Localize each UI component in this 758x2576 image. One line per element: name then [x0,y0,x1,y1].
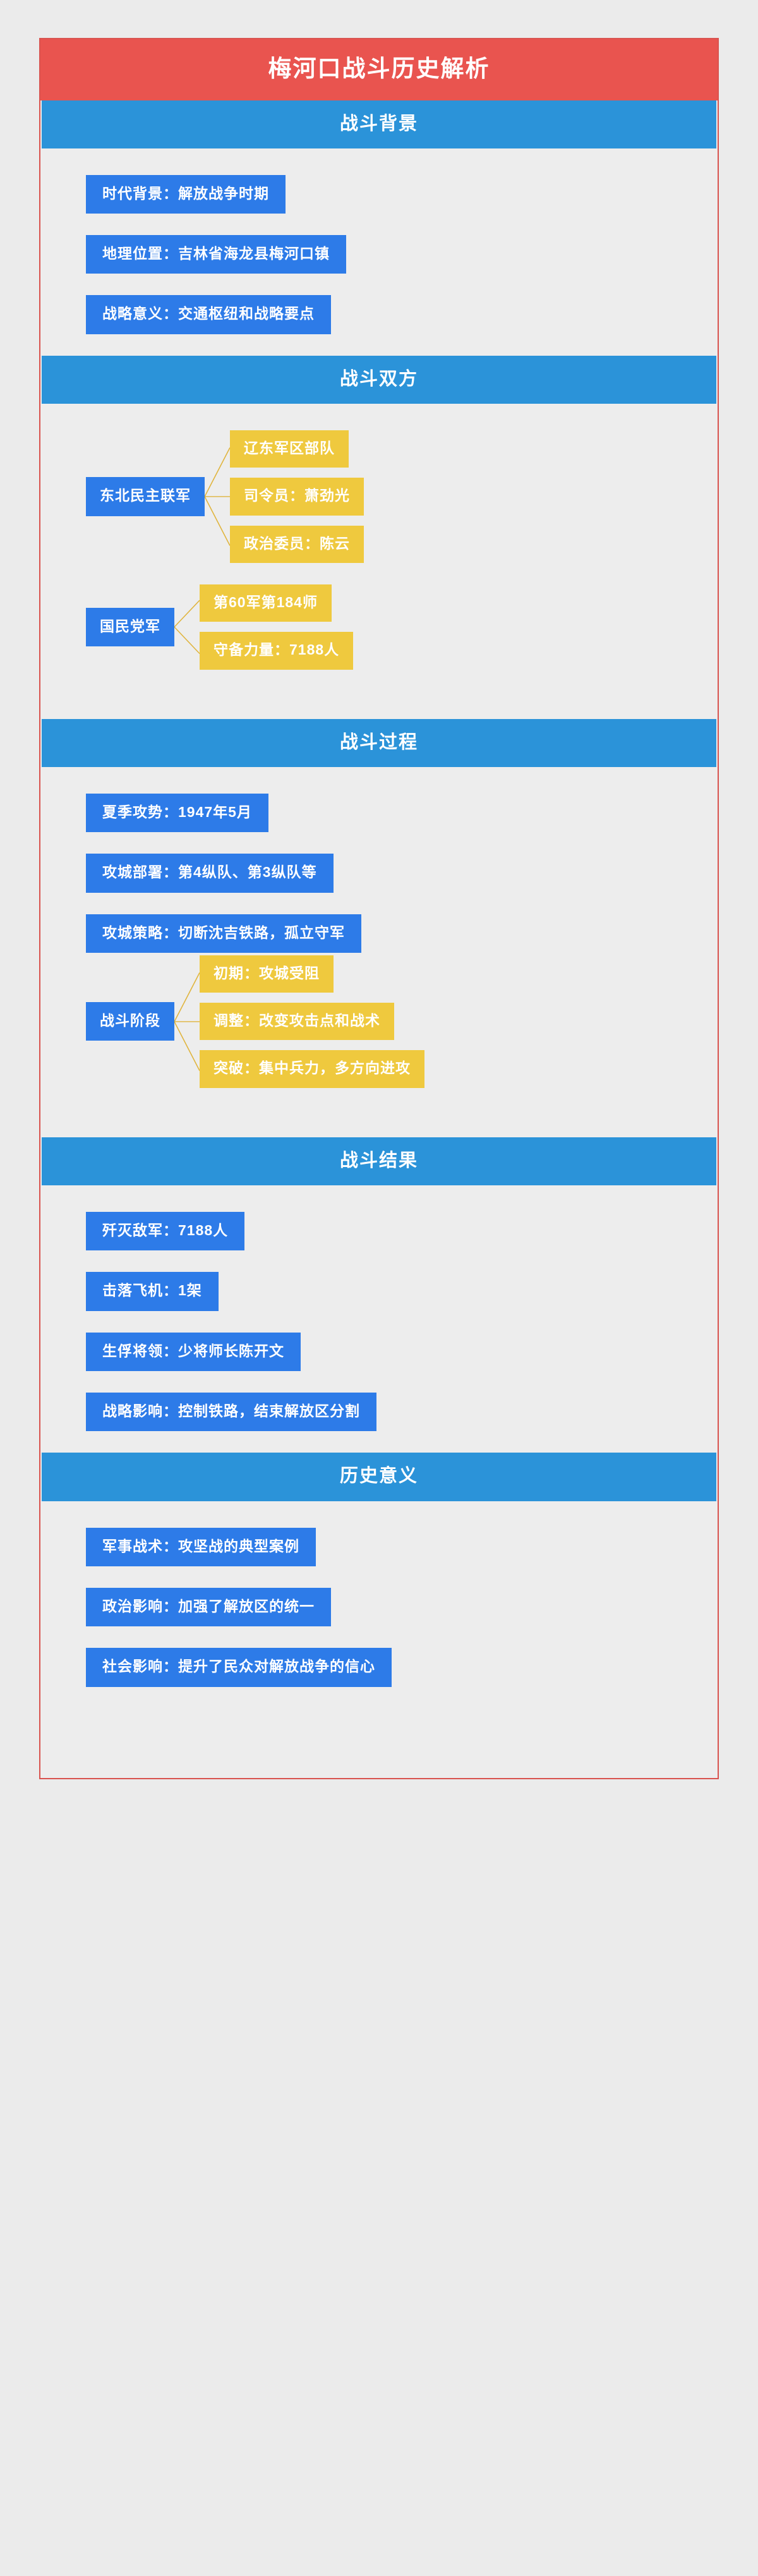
branch-children-kuomintang-army: 第60军第184师 守备力量：7188人 [200,584,354,670]
section-opposing-sides: 战斗双方 东北民主联军 辽东军区部队 [40,355,718,719]
item-aircraft-downed[interactable]: 击落飞机：1架 [86,1272,219,1311]
item-list-battle-result: 歼灭敌军：7188人 击落飞机：1架 生俘将领：少将师长陈开文 战略影响：控制铁… [40,1212,718,1434]
child-political-commissar[interactable]: 政治委员：陈云 [230,525,364,564]
branch-group-battle-phases: 战斗阶段 初期：攻城受阻 调整：改变攻击点和战术 突破：集中兵力，多方向进攻 [40,955,718,1088]
section-header-battle-result: 战斗结果 [42,1137,716,1186]
infographic-card: 梅河口战斗历史解析 战斗背景 时代背景：解放战争时期 地理位置：吉林省海龙县梅河… [39,38,719,1779]
item-list-battle-process: 夏季攻势：1947年5月 攻城部署：第4纵队、第3纵队等 攻城策略：切断沈吉铁路… [40,793,718,955]
item-strategic-significance[interactable]: 战略意义：交通枢纽和战略要点 [86,295,331,334]
list-item: 击落飞机：1架 [86,1272,718,1332]
page-title: 梅河口战斗历史解析 [40,39,718,100]
list-item: 社会影响：提升了民众对解放战争的信心 [86,1648,718,1689]
list-item: 生俘将领：少将师长陈开文 [86,1332,718,1393]
item-siege-strategy[interactable]: 攻城策略：切断沈吉铁路，孤立守军 [86,914,361,953]
section-historical-significance: 历史意义 军事战术：攻坚战的典型案例 政治影响：加强了解放区的统一 社会影响：提… [40,1453,718,1708]
child-breakthrough-phase[interactable]: 突破：集中兵力，多方向进攻 [200,1050,424,1088]
branch-parent-battle-phases[interactable]: 战斗阶段 [86,1002,174,1041]
item-era-background[interactable]: 时代背景：解放战争时期 [86,174,286,214]
section-spacer [40,1110,718,1118]
item-political-impact[interactable]: 政治影响：加强了解放区的统一 [86,1587,331,1627]
branch-parent-kuomintang-army[interactable]: 国民党军 [86,607,174,646]
branch-children-battle-phases: 初期：攻城受阻 调整：改变攻击点和战术 突破：集中兵力，多方向进攻 [200,955,424,1088]
list-item: 攻城策略：切断沈吉铁路，孤立守军 [86,914,718,955]
item-siege-deployment[interactable]: 攻城部署：第4纵队、第3纵队等 [86,854,334,893]
section-header-historical-significance: 历史意义 [42,1453,716,1501]
child-early-phase[interactable]: 初期：攻城受阻 [200,955,334,993]
branch-group-northeast-army: 东北民主联军 辽东军区部队 司令员：萧劲光 政治委员：陈云 [40,430,718,564]
section-body-battle-background: 时代背景：解放战争时期 地理位置：吉林省海龙县梅河口镇 战略意义：交通枢纽和战略… [40,148,718,356]
item-enemy-annihilated[interactable]: 歼灭敌军：7188人 [86,1212,245,1251]
list-item: 战略影响：控制铁路，结束解放区分割 [86,1392,718,1434]
connector-lines-northeast-army [204,430,231,563]
item-social-impact[interactable]: 社会影响：提升了民众对解放战争的信心 [86,1648,392,1687]
section-spacer [40,691,718,700]
item-strategic-impact[interactable]: 战略影响：控制铁路，结束解放区分割 [86,1392,376,1432]
child-60th-army-184th-division[interactable]: 第60军第184师 [200,584,332,622]
child-adjustment-phase[interactable]: 调整：改变攻击点和战术 [200,1003,394,1041]
branch-children-northeast-army: 辽东军区部队 司令员：萧劲光 政治委员：陈云 [230,430,364,564]
section-header-battle-process: 战斗过程 [42,718,716,767]
section-body-battle-result: 歼灭敌军：7188人 击落飞机：1架 生俘将领：少将师长陈开文 战略影响：控制铁… [40,1185,718,1453]
item-captured-general[interactable]: 生俘将领：少将师长陈开文 [86,1332,301,1371]
section-body-opposing-sides: 东北民主联军 辽东军区部队 司令员：萧劲光 政治委员：陈云 [40,404,718,718]
section-header-opposing-sides: 战斗双方 [42,355,716,404]
list-item: 战略意义：交通枢纽和战略要点 [86,295,718,336]
section-body-battle-process: 夏季攻势：1947年5月 攻城部署：第4纵队、第3纵队等 攻城策略：切断沈吉铁路… [40,767,718,1137]
child-garrison-strength[interactable]: 守备力量：7188人 [200,632,354,670]
branch-parent-northeast-army[interactable]: 东北民主联军 [86,477,205,516]
list-item: 地理位置：吉林省海龙县梅河口镇 [86,235,718,295]
item-summer-offensive[interactable]: 夏季攻势：1947年5月 [86,793,268,833]
child-liaodong-military-region[interactable]: 辽东军区部队 [230,430,349,468]
list-item: 军事战术：攻坚战的典型案例 [86,1527,718,1588]
section-battle-result: 战斗结果 歼灭敌军：7188人 击落飞机：1架 生俘将领：少将师长陈开文 战略影… [40,1137,718,1453]
section-battle-background: 战斗背景 时代背景：解放战争时期 地理位置：吉林省海龙县梅河口镇 战略意义：交通… [40,100,718,356]
item-geographic-location[interactable]: 地理位置：吉林省海龙县梅河口镇 [86,235,346,274]
list-item: 时代背景：解放战争时期 [86,174,718,235]
child-commander[interactable]: 司令员：萧劲光 [230,478,364,516]
list-item: 歼灭敌军：7188人 [86,1212,718,1272]
item-military-tactics[interactable]: 军事战术：攻坚战的典型案例 [86,1527,316,1566]
list-item: 夏季攻势：1947年5月 [86,793,718,854]
connector-lines-battle-phases [174,955,200,1088]
item-list-battle-background: 时代背景：解放战争时期 地理位置：吉林省海龙县梅河口镇 战略意义：交通枢纽和战略… [40,174,718,337]
list-item: 攻城部署：第4纵队、第3纵队等 [86,854,718,914]
list-item: 政治影响：加强了解放区的统一 [86,1587,718,1648]
section-battle-process: 战斗过程 夏季攻势：1947年5月 攻城部署：第4纵队、第3纵队等 攻城策略：切… [40,718,718,1137]
item-list-historical-significance: 军事战术：攻坚战的典型案例 政治影响：加强了解放区的统一 社会影响：提升了民众对… [40,1527,718,1690]
section-header-battle-background: 战斗背景 [42,100,716,148]
section-body-historical-significance: 军事战术：攻坚战的典型案例 政治影响：加强了解放区的统一 社会影响：提升了民众对… [40,1501,718,1708]
connector-lines-kuomintang-army [174,584,200,670]
branch-group-kuomintang-army: 国民党军 第60军第184师 守备力量：7188人 [40,584,718,670]
